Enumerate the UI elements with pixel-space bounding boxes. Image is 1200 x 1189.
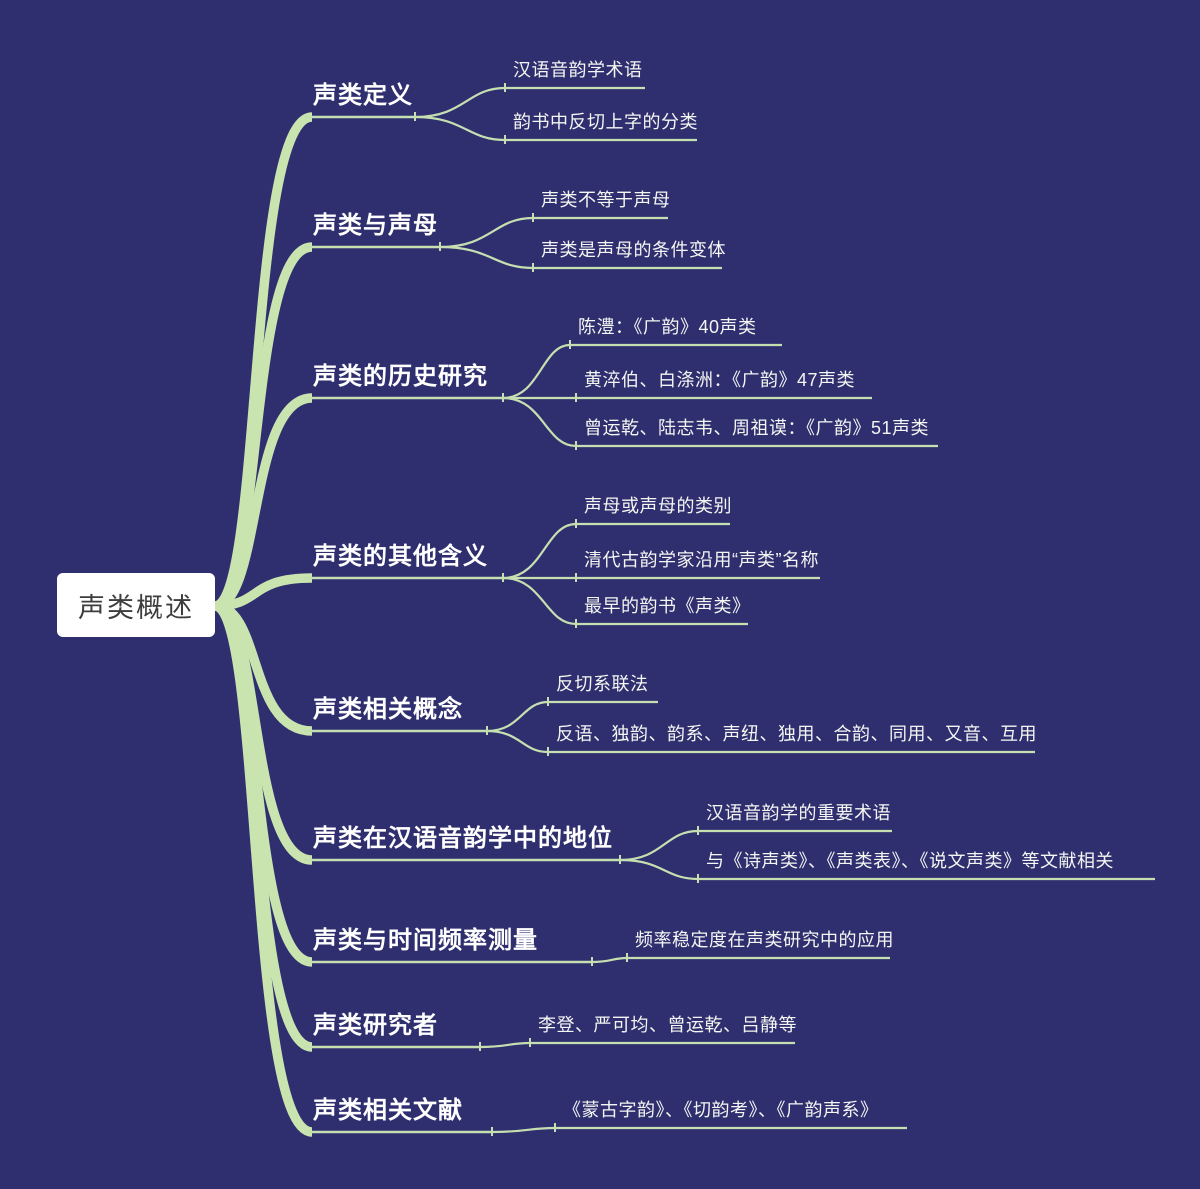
connector-line [414,86,506,119]
connector-line [213,601,314,1137]
child-node-label[interactable]: 曾运乾、陆志韦、周祖谟：《广韵》51声类 [584,418,930,438]
connector-line [502,576,577,626]
child-node-label[interactable]: 频率稳定度在声类研究中的应用 [635,930,894,950]
child-node-label[interactable]: 与《诗声类》、《声类表》、《说文声类》等文献相关 [706,851,1114,871]
branch-node-label[interactable]: 声类与声母 [313,212,438,239]
connector-line [479,1041,531,1049]
connector-line [213,393,313,611]
child-node-label[interactable]: 汉语音韵学术语 [513,60,643,80]
root-node[interactable]: 声类概述 [57,573,215,637]
child-node-label[interactable]: 陈澧：《广韵》40声类 [578,317,757,337]
connector-line [491,1126,556,1134]
child-node-label[interactable]: 声类不等于声母 [541,190,671,210]
child-node-label[interactable]: 韵书中反切上字的分类 [513,112,698,132]
child-node-label[interactable]: 清代古韵学家沿用“声类”名称 [584,550,819,570]
connector-line [502,396,577,448]
connector-line [486,700,549,733]
branch-node-label[interactable]: 声类相关概念 [313,696,463,723]
connector-line [619,829,699,862]
root-label: 声类概述 [78,592,194,623]
connector-line [619,858,699,881]
child-node-label[interactable]: 黄淬伯、白涤洲：《广韵》47声类 [584,370,856,390]
connector-line [591,956,628,964]
child-node-label[interactable]: 声母或声母的类别 [584,496,732,516]
connector-line [486,729,549,754]
child-node-label[interactable]: 《蒙古字韵》、《切韵考》、《广韵声系》 [563,1100,879,1120]
connector-line [502,522,577,580]
branch-node-label[interactable]: 声类在汉语音韵学中的地位 [313,825,613,852]
child-node-label[interactable]: 反语、独韵、韵系、声纽、独用、合韵、同用、又音、互用 [556,724,1037,744]
child-node-label[interactable]: 李登、严可均、曾运乾、吕静等 [538,1015,797,1035]
connector-line [502,343,571,400]
child-node-label[interactable]: 最早的韵书《声类》 [584,596,751,616]
connector-line [414,115,506,142]
child-node-label[interactable]: 汉语音韵学的重要术语 [706,803,891,823]
child-node-label[interactable]: 声类是声母的条件变体 [541,240,726,260]
child-node-label[interactable]: 反切系联法 [556,674,649,694]
branch-node-label[interactable]: 声类的其他含义 [313,543,488,570]
branch-node-label[interactable]: 声类定义 [313,82,413,109]
branch-node-label[interactable]: 声类研究者 [313,1012,438,1039]
branch-node-label[interactable]: 声类的历史研究 [313,363,488,390]
connector-line [439,216,534,249]
branch-node-label[interactable]: 声类与时间频率测量 [313,927,538,954]
connector-line [439,245,534,270]
branch-node-label[interactable]: 声类相关文献 [313,1097,463,1124]
